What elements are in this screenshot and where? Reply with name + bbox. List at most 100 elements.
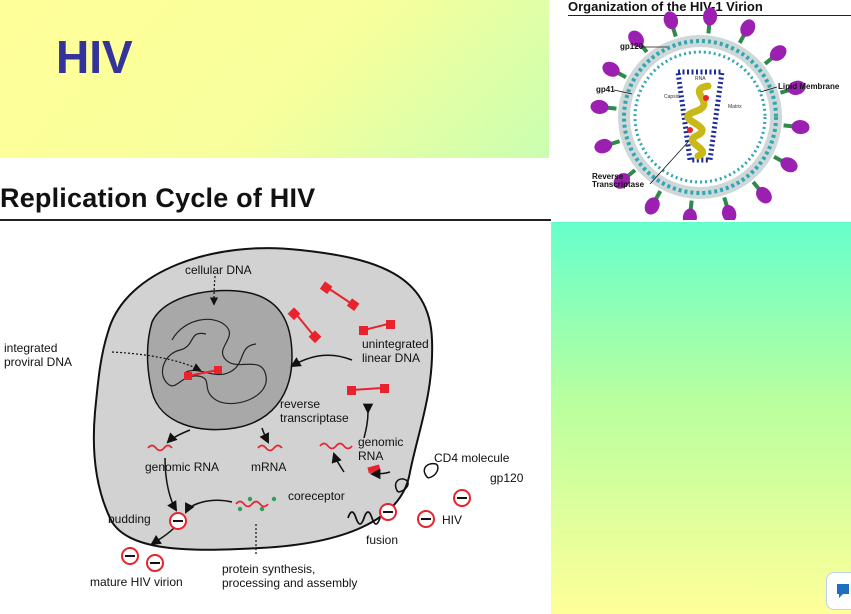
arrow — [209, 275, 219, 306]
ltr-block — [184, 372, 192, 380]
arrow — [164, 457, 178, 512]
ltr-block — [346, 298, 360, 311]
glycoprotein-spikes — [590, 7, 810, 220]
ltr-block — [386, 320, 395, 329]
gp120-head — [787, 80, 806, 96]
feedback-icon — [837, 584, 849, 598]
matrix-label: Matrix — [728, 104, 742, 110]
title-background — [0, 0, 549, 158]
reverse-transcriptase-dot — [703, 95, 709, 101]
ltr-block — [359, 326, 368, 335]
reverse-transcriptase-label-2: Transcriptase — [592, 180, 645, 189]
leader-line — [649, 141, 689, 185]
arrow — [166, 429, 191, 444]
arrow — [185, 499, 233, 514]
linear-dna — [327, 287, 353, 305]
arrow — [150, 527, 175, 546]
gp120-head — [594, 138, 613, 154]
reverse-transcriptase-label-1: Reverse — [592, 172, 624, 181]
coreceptor — [347, 511, 381, 525]
cd4-receptor — [394, 478, 409, 493]
ltr-block — [214, 366, 222, 374]
gp120-head — [703, 7, 718, 26]
replication-heading-rule — [0, 219, 551, 221]
cd4-receptor — [423, 462, 439, 479]
linear-dna — [295, 313, 315, 337]
gp120-head — [769, 45, 787, 61]
mrna-label: mRNA — [251, 460, 286, 474]
arrow — [290, 354, 353, 368]
integrated-label-2: proviral DNA — [4, 355, 72, 369]
arrow — [331, 452, 345, 473]
fusion-label: fusion — [366, 533, 398, 547]
arrow — [362, 403, 374, 439]
genomic-rna-label-2: RNA — [358, 449, 383, 463]
lipid-membrane-label: Lipid Membrane — [778, 82, 840, 91]
feedback-button[interactable] — [826, 572, 851, 610]
leader-line — [759, 86, 778, 93]
gp120-head — [721, 204, 737, 220]
unintegrated-label-2: linear DNA — [362, 351, 420, 365]
integrated-label-1: integrated — [4, 341, 57, 355]
hiv-label: HIV — [442, 513, 462, 527]
reverse-label-1: reverse — [280, 397, 320, 411]
cd4-label: CD4 molecule — [434, 451, 510, 465]
gp120-head — [780, 157, 798, 173]
ribosome — [259, 506, 265, 512]
integrated-dna-segment — [187, 369, 219, 377]
lipid-membrane-outer — [622, 39, 778, 195]
gp120-head — [602, 61, 620, 77]
reverse-label-2: transcriptase — [280, 411, 349, 425]
genomic-rna-squiggle — [147, 444, 173, 452]
gp120-head — [628, 30, 644, 48]
protein-label-2: processing and assembly — [222, 576, 357, 590]
leader-line — [613, 89, 633, 95]
lipid-membrane-inner — [633, 50, 767, 184]
arrow — [369, 468, 391, 480]
gp41-label: gp41 — [596, 85, 615, 94]
virion-figure: Organization of the HIV-1 Virion gp120 g… — [560, 0, 851, 220]
capsid-label: Capsid — [664, 94, 680, 100]
unintegrated-label-1: unintegrated — [362, 337, 429, 351]
virion-particles — [121, 489, 471, 572]
mrna-squiggle — [257, 444, 283, 452]
budding-label: budding — [108, 512, 151, 526]
nucleus — [146, 289, 293, 431]
gp120-head — [791, 120, 810, 135]
polysome-rna — [235, 500, 269, 508]
gp120-head — [644, 197, 660, 215]
gp120-head — [756, 186, 772, 204]
ltr-block — [347, 386, 356, 395]
gp120-label: gp120 — [490, 471, 524, 485]
gp120-head — [613, 173, 631, 189]
replication-diagram: cellular DNA integrated proviral DNA uni… — [4, 247, 524, 590]
coreceptor-label: coreceptor — [288, 489, 345, 503]
mature-virion-label: mature HIV virion — [90, 575, 183, 589]
linear-dna — [351, 387, 383, 391]
reverse-transcriptase-dot — [687, 127, 693, 133]
virion-diagram: gp120 gp41 Lipid Membrane RNA Capsid Mat… — [590, 7, 840, 220]
gp120-label: gp120 — [620, 42, 644, 51]
ltr-block — [319, 281, 333, 294]
rna-strands — [684, 82, 712, 160]
ltr-block — [380, 384, 389, 393]
ribosome — [247, 496, 253, 502]
protein-label-1: protein synthesis, — [222, 562, 315, 576]
capsid-cone — [675, 69, 725, 163]
genomic-rna-label-1: genomic — [358, 435, 403, 449]
gp120-head — [590, 99, 609, 114]
genomic-rna-left-label: genomic RNA — [145, 460, 219, 474]
replication-heading: Replication Cycle of HIV — [0, 183, 316, 213]
ribosome — [271, 496, 277, 502]
rna-label: RNA — [695, 76, 706, 82]
right-gradient-panel — [551, 222, 851, 614]
slide-title: HIV — [56, 31, 133, 83]
ribosome — [237, 506, 243, 512]
arrow — [259, 427, 269, 444]
chromatin — [185, 343, 257, 376]
gp120-head — [663, 11, 679, 30]
cellular-dna-label: cellular DNA — [185, 263, 252, 277]
gp120-head — [740, 19, 756, 37]
chromatin — [161, 318, 267, 405]
gp120-head — [682, 208, 697, 220]
